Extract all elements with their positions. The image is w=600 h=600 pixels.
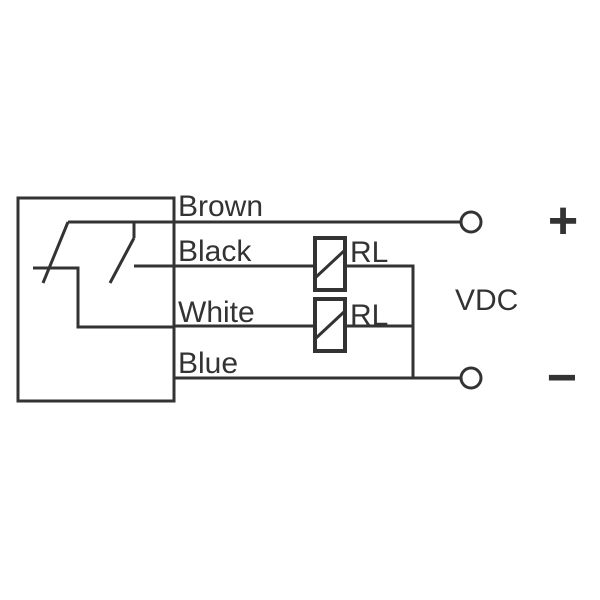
relay-label: RL	[350, 236, 388, 269]
negative-terminal	[459, 366, 483, 390]
vdc-label: VDC	[455, 284, 518, 317]
white-label: White	[178, 296, 255, 329]
no-switch	[108, 222, 174, 284]
sensor-housing	[16, 196, 176, 403]
positive-sign: +	[548, 192, 578, 250]
blue-label: Blue	[178, 347, 238, 380]
relay-return-wire	[345, 264, 415, 378]
black-label: Black	[178, 235, 252, 268]
nc-switch	[33, 220, 174, 329]
brown-label: Brown	[178, 190, 263, 223]
negative-sign: −	[547, 349, 577, 407]
relay-coil-2	[313, 297, 347, 353]
relay-coil-1	[313, 236, 347, 292]
relay-label: RL	[350, 299, 388, 332]
positive-terminal	[459, 210, 483, 234]
